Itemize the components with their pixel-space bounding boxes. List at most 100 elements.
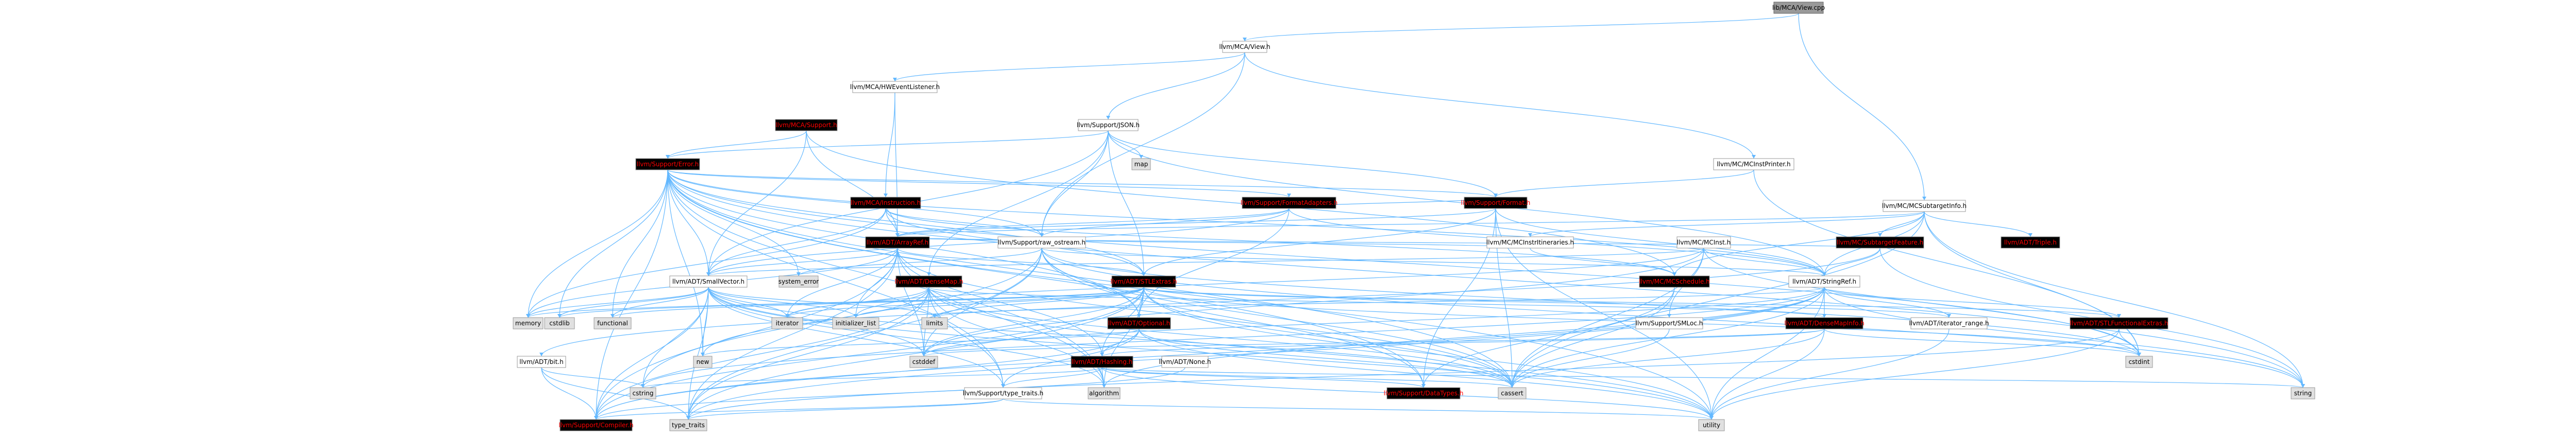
node-box [2070,317,2168,329]
node-bitadt[interactable]: llvm/ADT/bit.h [517,356,566,368]
node-box [693,356,713,368]
node-mcinsttimeline[interactable]: llvm/MC/MCInstrItineraries.h [1486,236,1574,249]
edge-mcsub-to-mcsched [1674,211,1925,276]
node-box [1676,236,1731,249]
edge-optional-to-cassert [1139,328,1513,388]
edge-arrowhead [1001,384,1005,388]
node-mcinst[interactable]: llvm/MC/MCInst.h [1676,236,1731,249]
node-label: llvm/MC/MCInstrItineraries.h [1486,239,1574,246]
node-cstdlib: cstdlib [544,317,575,329]
edge-error-to-memory [528,169,668,318]
node-box [1698,419,1725,431]
edge-smallvec-to-iterator [708,287,788,318]
node-densemapinfo[interactable]: llvm/ADT/DenseMapInfo.h [1784,317,1865,329]
node-box [1088,387,1121,399]
node-box [1078,119,1139,131]
node-cstring: cstring [630,387,656,399]
edge-arrowhead [526,314,530,318]
node-box [997,236,1086,249]
edge-format-to-stringref [1495,208,1825,276]
node-json[interactable]: llvm/Support/JSON.h [1077,119,1140,131]
node-stlext[interactable]: llvm/ADT/STLExtras.h [1110,275,1177,288]
node-label: type_traits [672,422,705,429]
edge-arrowhead [1287,194,1291,197]
edge-arrowhead [1822,272,1826,276]
node-label: llvm/ADT/SmallVector.h [672,278,744,285]
node-optional[interactable]: llvm/ADT/Optional.h [1107,317,1171,329]
node-smallvec[interactable]: llvm/ADT/SmallVector.h [669,275,748,288]
node-box [1635,317,1703,329]
edge-mcsched-to-cassert [1512,287,1675,388]
node-instr[interactable]: llvm/MCA/Instruction.h [850,197,921,209]
edge-nonehdr-to-compiler [596,367,1185,420]
edge-stringref-to-typetraits [688,287,1825,420]
node-box [1161,356,1209,368]
edge-arrowhead [1752,155,1756,159]
node-label: lib/MCA/View.cpp [1772,4,1825,11]
node-box [2291,387,2315,399]
edge-error-to-utility [667,169,1712,420]
edge-stringref-to-iterrange [1824,287,1950,318]
node-label: string [2294,390,2312,397]
edge-arrowhead [1137,314,1141,318]
edge-stlext-to-limits [934,287,1144,318]
node-mcsub[interactable]: llvm/MC/MCSubtargetInfo.h [1882,200,1967,212]
node-label: llvm/Support/SMLoc.h [1636,320,1703,327]
edge-stlext-to-memory [528,287,1144,318]
edge-densemapinfo-to-cstdint [1824,328,2140,357]
edge-smallvec-to-typetraits [688,287,709,420]
edge-densemap-to-new [702,287,929,357]
edge-arrowhead [1421,384,1426,388]
edge-error-to-new [667,169,703,357]
node-iterrange[interactable]: llvm/ADT/iterator_range.h [1909,317,1989,329]
edge-arrowhead [686,416,690,420]
edge-optional-to-new [702,328,1140,357]
edge-mcsub-to-string [1924,211,2303,388]
node-box [775,119,838,131]
node-label: llvm/Support/JSON.h [1077,121,1140,129]
node-root[interactable]: lib/MCA/View.cpp [1772,2,1825,14]
edge-arrowhead [933,314,937,318]
edge-arrowhead [2137,353,2141,356]
edge-stringref-to-algorithm [1104,287,1825,388]
node-triple[interactable]: llvm/ADT/Triple.h [2001,236,2060,249]
node-label: utility [1703,422,1720,429]
node-label: llvm/Support/FormatAdapters.h [1241,199,1338,206]
node-hwevl[interactable]: llvm/MCA/HWEventListener.h [850,81,940,93]
node-label: functional [597,320,628,327]
node-arrayref[interactable]: llvm/ADT/ArrayRef.h [865,236,930,249]
node-hashing[interactable]: llvm/ADT/Hashing.h [1071,356,1133,368]
edge-stlext-to-cstddef [923,287,1144,357]
edge-rawos-to-stringref [1041,248,1825,276]
node-nonehdr[interactable]: llvm/ADT/None.h [1159,356,1211,368]
node-stlfunc[interactable]: llvm/ADT/STLFunctionalExtras.h [2070,317,2168,329]
node-fmtadapt[interactable]: llvm/Support/FormatAdapters.h [1241,197,1338,209]
node-format[interactable]: llvm/Support/Format.h [1461,197,1531,209]
node-limits: limits [921,317,948,329]
node-mcasup[interactable]: llvm/MCA/Support.h [775,119,838,131]
node-box [1131,158,1151,170]
edge-arrayref-to-stlext [897,248,1144,276]
node-mcip[interactable]: llvm/MC/MCInstPrinter.h [1713,158,1794,170]
node-smloc[interactable]: llvm/Support/SMLoc.h [1635,317,1703,329]
edge-mcsub-to-arrayref [897,211,1925,237]
edge-arrowhead [1494,194,1498,197]
node-datatypes[interactable]: llvm/Support/DataTypes.h [1384,387,1464,399]
node-mcsched[interactable]: llvm/MC/MCSchedule.h [1639,275,1710,288]
node-view_h[interactable]: llvm/MCA/View.h [1219,41,1270,53]
node-box [865,236,930,249]
node-map: map [1131,158,1151,170]
node-error[interactable]: llvm/Support/Error.h [635,158,700,170]
node-densemap[interactable]: llvm/ADT/DenseMap.h [895,275,963,288]
node-label: limits [926,320,943,327]
node-typetraitsh[interactable]: llvm/Support/type_traits.h [963,387,1044,399]
edge-densemap-to-cassert [928,287,1513,388]
edge-arrowhead [893,78,897,81]
edge-arrowhead [1100,353,1104,356]
node-rawos[interactable]: llvm/Support/raw_ostream.h [997,236,1086,249]
node-compiler[interactable]: llvm/Support/Compiler.h [558,419,634,431]
node-stringref[interactable]: llvm/ADT/StringRef.h [1788,275,1860,288]
node-mcsubfeat[interactable]: llvm/MC/SubtargetFeature.h [1836,236,1924,249]
graph-nodes: lib/MCA/View.cpp llvm/MCA/View.h llvm/MCA/… [513,2,2315,431]
node-box [669,419,707,431]
